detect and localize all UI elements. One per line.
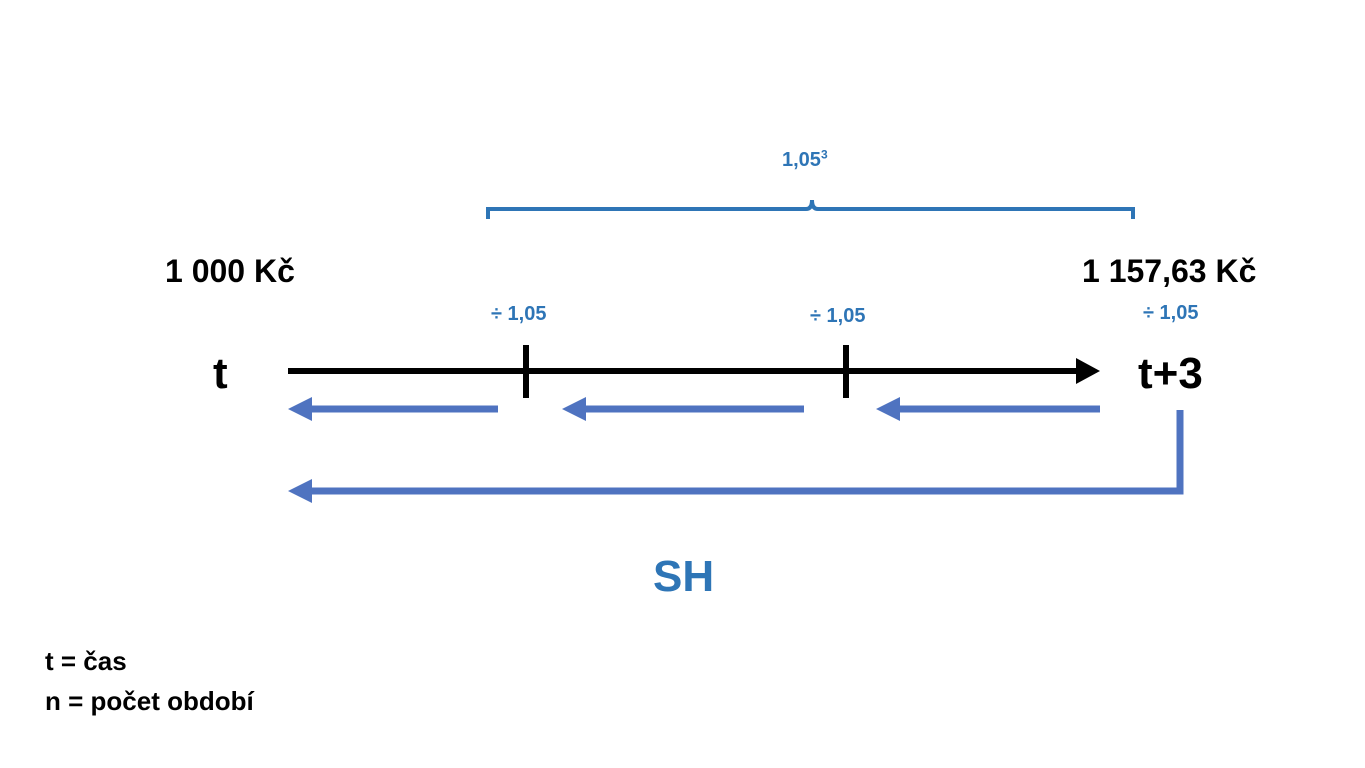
start-time-label: t (213, 349, 228, 398)
total-discount-arrow (288, 410, 1184, 503)
timeline-arrowhead (1076, 358, 1100, 384)
divisor-label-3: ÷ 1,05 (1143, 302, 1199, 324)
end-time-label: t+3 (1138, 349, 1203, 398)
legend-time: t = čas (45, 646, 127, 676)
compound-factor-label: 1,053 (782, 147, 828, 171)
period-bracket (486, 199, 1135, 219)
start-amount: 1 000 Kč (165, 253, 295, 289)
divisor-label-1: ÷ 1,05 (491, 303, 547, 325)
discount-arrow-3 (876, 397, 1100, 421)
factor-base: 1,05 (782, 149, 821, 171)
divisor-label-2: ÷ 1,05 (810, 305, 866, 327)
discount-arrow-1 (288, 397, 498, 421)
discount-arrow-2 (562, 397, 804, 421)
factor-exponent: 3 (820, 147, 828, 162)
end-amount: 1 157,63 Kč (1082, 253, 1257, 289)
legend-periods: n = počet období (45, 686, 254, 716)
present-value-label: SH (653, 552, 715, 601)
